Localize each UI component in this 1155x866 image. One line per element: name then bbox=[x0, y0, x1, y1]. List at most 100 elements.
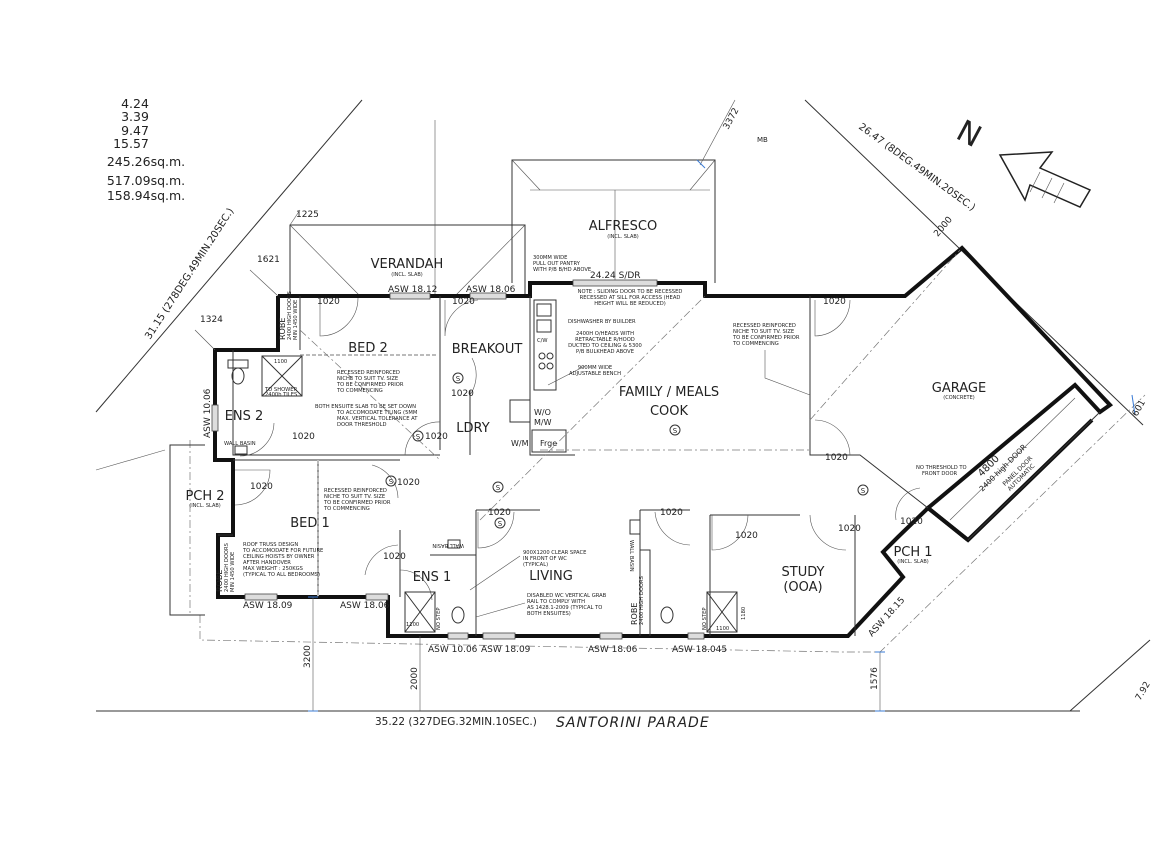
room-ens1: ENS 1 bbox=[413, 570, 452, 585]
door-1100: 1100 bbox=[406, 622, 419, 628]
smoke-detector-icon: S bbox=[857, 484, 869, 496]
street-name: SANTORINI PARADE bbox=[556, 715, 710, 731]
area-value: 517.09sq.m. bbox=[107, 173, 185, 188]
annotation-line: 900MM WIDE bbox=[578, 365, 612, 371]
window bbox=[599, 632, 623, 640]
door-size: 1020 bbox=[735, 531, 758, 541]
reference-lines bbox=[299, 249, 961, 521]
windows bbox=[211, 279, 705, 640]
note-dishwasher: DISHWASHER BY BUILDER bbox=[568, 319, 636, 325]
window-label: ASW 18.045 bbox=[672, 645, 727, 655]
dimension: 1225 bbox=[296, 210, 319, 220]
room-ldry: LDRY bbox=[456, 421, 489, 436]
annotation-line: MIN 1450 WIDE bbox=[230, 552, 236, 592]
annotation-line: (TYPICAL TO ALL BEDROOMS) bbox=[243, 572, 320, 578]
s-symbol: S bbox=[498, 520, 503, 528]
room-sub: (INCL. SLAB) bbox=[391, 272, 423, 278]
room-garage: GARAGE bbox=[932, 381, 986, 396]
door-swings bbox=[234, 297, 921, 601]
annotation-line: RETRACTABLE R/HOOD bbox=[575, 337, 635, 343]
annotation-line: BOTH ENSUITE SLAB TO BE SET DOWN bbox=[315, 404, 416, 410]
smoke-detector-icon: S bbox=[494, 517, 506, 529]
window-label: ASW 10.06 bbox=[428, 645, 478, 655]
annotation-line: 2400h TILES bbox=[265, 392, 297, 398]
door-size: 1020 bbox=[838, 524, 861, 534]
door-1100: 1100 bbox=[274, 359, 287, 365]
note-robe-study: ROBE 2400 HIGH DOORS bbox=[630, 576, 645, 625]
s-symbol: S bbox=[496, 484, 501, 492]
window-label: ASW 18.06 bbox=[466, 285, 516, 295]
window-label: ASW 18.06 bbox=[588, 645, 638, 655]
wall-basin-label: WALL BASIN bbox=[224, 441, 256, 447]
annotation-line: TO BE CONFIRMED PRIOR bbox=[323, 500, 391, 506]
dimension: 2000 bbox=[932, 215, 955, 239]
room-bed2: BED 2 bbox=[348, 341, 388, 356]
window bbox=[482, 632, 516, 640]
annotation-line: ADJUSTABLE BENCH bbox=[569, 371, 621, 377]
window bbox=[211, 404, 219, 432]
annotation-line: TO COMMENCING bbox=[323, 506, 370, 512]
s-symbol: S bbox=[456, 375, 461, 383]
area-value: 158.94sq.m. bbox=[107, 188, 185, 203]
room-family: FAMILY / MEALS bbox=[619, 385, 719, 400]
annotation-line: RAIL TO COMPLY WITH bbox=[527, 599, 585, 605]
annotation-line: NO THRESHOLD TO bbox=[916, 465, 967, 471]
annotation-line: ROBE bbox=[278, 318, 287, 340]
annotation-line: 2400H O/HEADS WITH bbox=[576, 331, 634, 337]
annotation-line: 300MM WIDE bbox=[533, 255, 567, 261]
annotation-line: DOOR THRESHOLD bbox=[337, 422, 387, 428]
north-arrow-icon: N bbox=[951, 114, 1092, 208]
door-size: 1020 bbox=[900, 517, 923, 527]
room-pch1: PCH 1 bbox=[893, 545, 932, 560]
north-label: N bbox=[951, 114, 987, 155]
annotation-line: 2400 HIGH DOORS bbox=[287, 291, 293, 340]
annotation-line: ROBE bbox=[630, 603, 639, 625]
annotation-line: TO COMMENCING bbox=[732, 341, 779, 347]
annotation-line: ROBE bbox=[215, 570, 224, 592]
room-study: STUDY bbox=[782, 565, 825, 580]
room-cook: COOK bbox=[650, 404, 689, 419]
room-alfresco: ALFRESCO bbox=[589, 219, 657, 234]
annotation-line: MIN 1450 WIDE bbox=[293, 300, 299, 340]
s-symbol: S bbox=[389, 478, 394, 486]
note-sliding-door: NOTE : SLIDING DOOR TO BE RECESSEDRECESS… bbox=[578, 289, 683, 307]
door-size: 1020 bbox=[825, 453, 848, 463]
annotation-line: MAX WEIGHT : 250KGS bbox=[243, 566, 303, 572]
room-bed1: BED 1 bbox=[290, 516, 330, 531]
room-ens2: ENS 2 bbox=[225, 409, 264, 424]
site-boundary bbox=[95, 99, 1151, 712]
door-size: 1020 bbox=[488, 508, 511, 518]
dimension: 3200 bbox=[303, 645, 313, 668]
dimension: 2000 bbox=[410, 667, 420, 690]
door-size: 1020 bbox=[451, 389, 474, 399]
window-label: ASW 18.09 bbox=[243, 601, 293, 611]
s-symbol: S bbox=[673, 427, 678, 435]
annotation-line: BOTH ENSUITES) bbox=[527, 611, 571, 617]
boundary-bottom-label: 35.22 (327DEG.32MIN.10SEC.) bbox=[375, 716, 537, 728]
wo-label: W/O bbox=[534, 408, 551, 417]
area-value: 9.47 bbox=[121, 123, 149, 138]
note-robe-bed1: ROBE 2400 HIGH DOORS MIN 1450 WIDE bbox=[215, 543, 236, 592]
annotation-line: FRONT DOOR bbox=[922, 471, 958, 477]
annotation-line: 2400 HIGH DOORS bbox=[639, 576, 645, 625]
door-size: 1020 bbox=[660, 508, 683, 518]
room-labels: VERANDAH (INCL. SLAB) ALFRESCO (INCL. SL… bbox=[185, 219, 986, 595]
door-size: 1020 bbox=[317, 297, 340, 307]
annotation-line: TO ACCOMODATE FOR FUTURE bbox=[242, 548, 323, 554]
room-sub: (INCL. SLAB) bbox=[189, 503, 221, 509]
door-size: 1020 bbox=[292, 432, 315, 442]
annotation-line: 2400 HIGH DOORS bbox=[224, 543, 230, 592]
room-sub: (CONCRETE) bbox=[943, 395, 974, 401]
annotation-line: MAX. VERTICAL TOLERANCE AT bbox=[337, 416, 418, 422]
annotation-line: (TYPICAL) bbox=[523, 562, 548, 568]
door-size: 1020 bbox=[823, 297, 846, 307]
annotation-line: TO BE CONFIRMED PRIOR bbox=[732, 335, 800, 341]
annotation-line: RECESSED REINFORCED bbox=[733, 323, 796, 329]
annotation-line: DUCTED TO CEILING & 5300 bbox=[568, 343, 642, 349]
mb-label: MB bbox=[757, 136, 768, 144]
annotation-line: NOTE : SLIDING DOOR TO BE RECESSED bbox=[578, 289, 683, 295]
no-step-label: NO STEP bbox=[436, 608, 442, 630]
